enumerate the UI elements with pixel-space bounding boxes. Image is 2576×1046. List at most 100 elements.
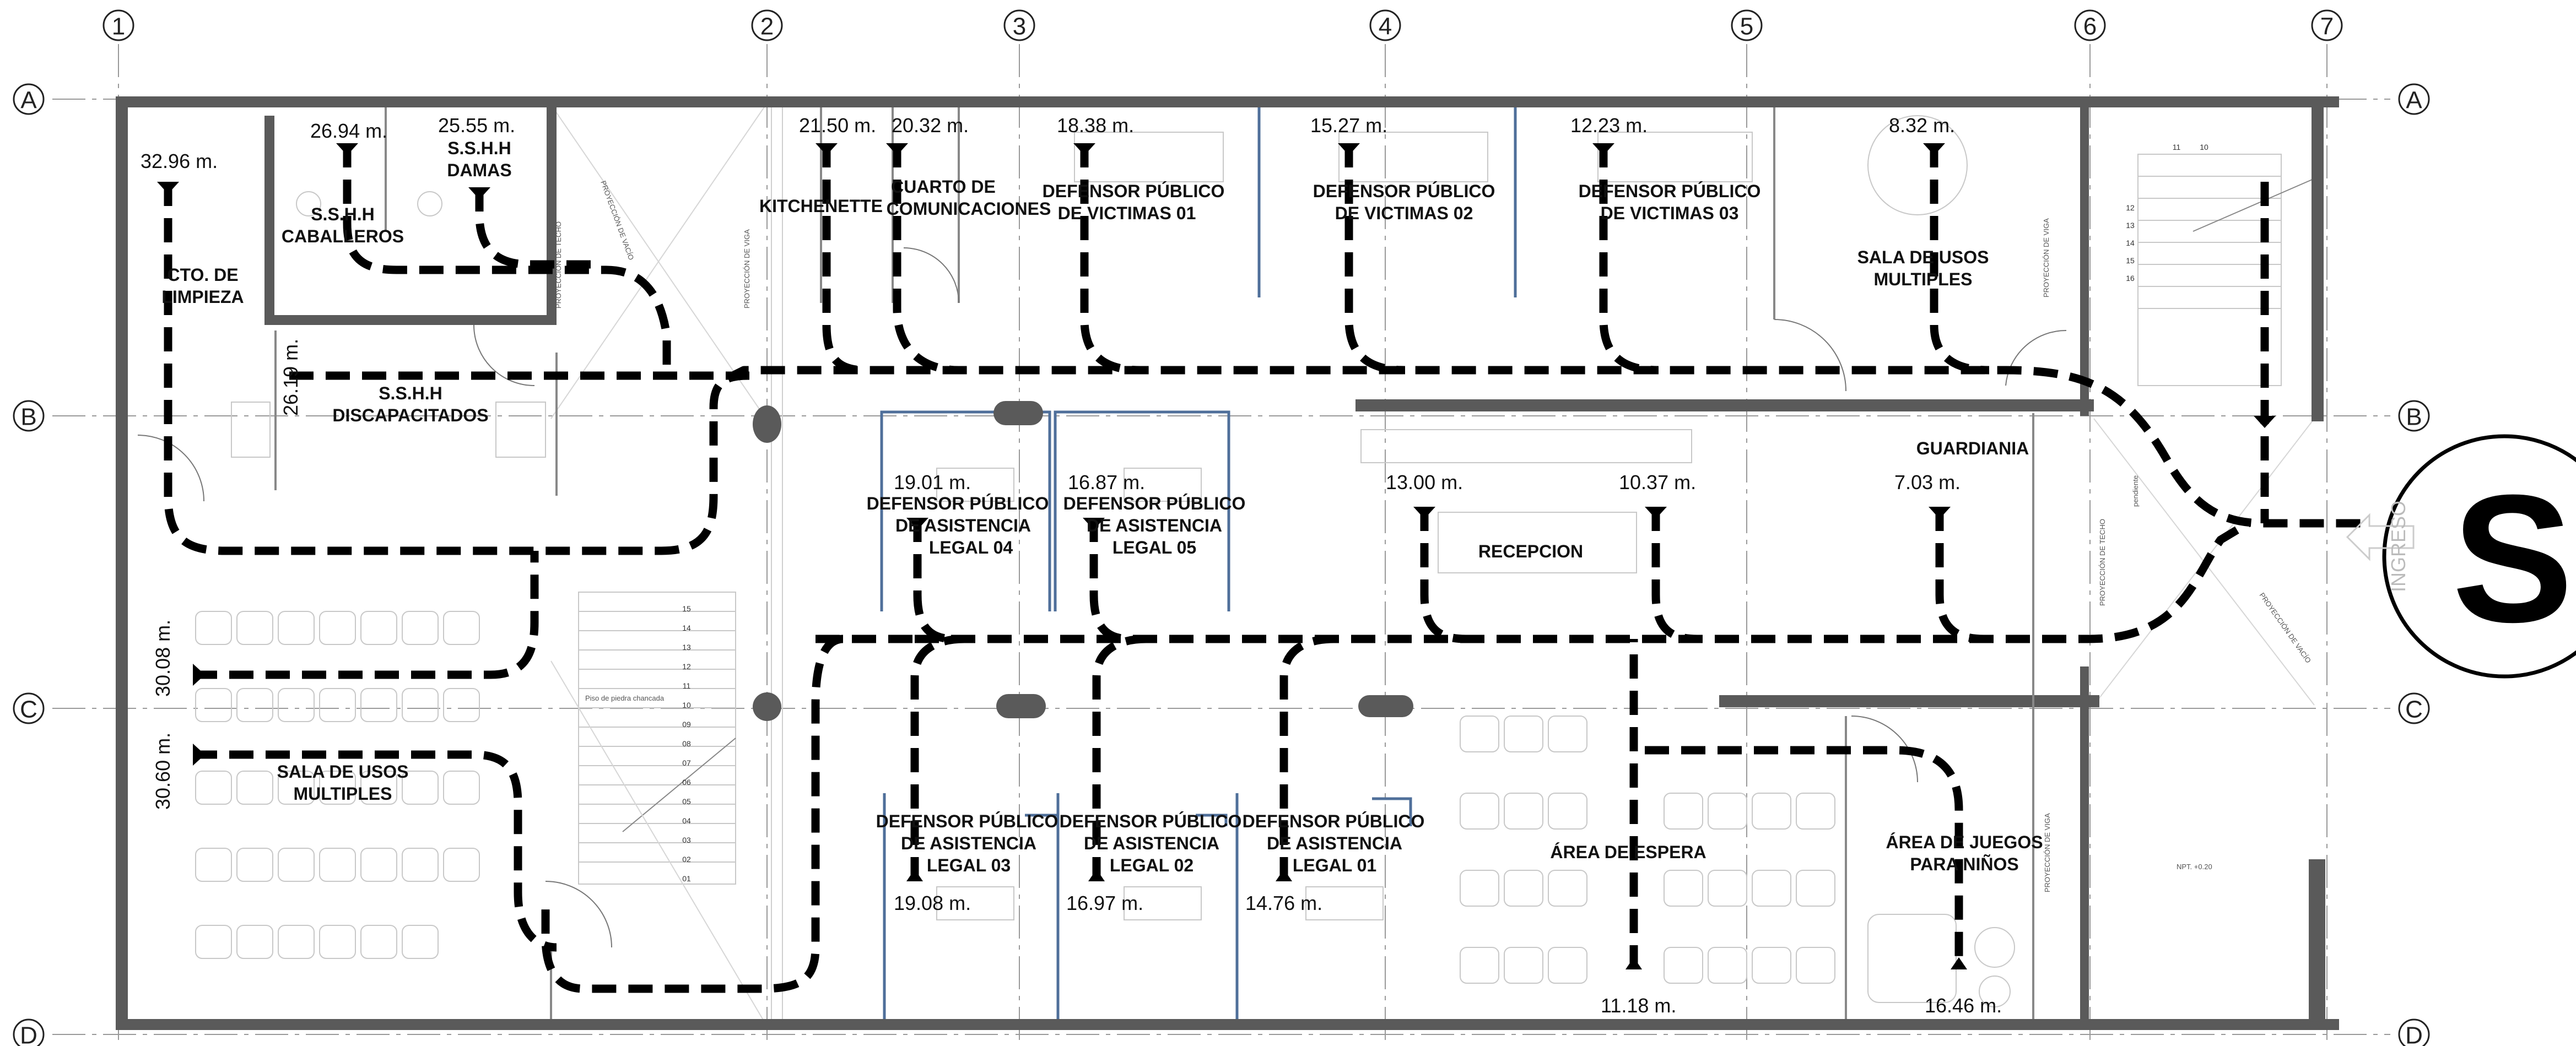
grid-row-c-left-label: C	[20, 696, 37, 723]
room-damas-label-1: S.S.H.H	[447, 138, 511, 158]
entrance-marker: INGRESO S	[2346, 434, 2576, 679]
distance-asistencia-05-label: 16.87 m.	[1068, 471, 1145, 494]
grid-bubbles	[13, 9, 2430, 1046]
room-asistencia-02-label-3: LEGAL 02	[1110, 855, 1194, 875]
distance-limpieza-label: 32.96 m.	[141, 150, 218, 172]
distance-discapacitados-label: 26.19 m.	[279, 339, 302, 416]
left-stair-step-number: 09	[682, 720, 691, 729]
room-victimas-02-label-2: DE VICTIMAS 02	[1335, 203, 1473, 223]
distance-asistencia-02-label: 16.97 m.	[1066, 892, 1143, 914]
grid-row-a-left-label: A	[20, 87, 37, 114]
room-discapacitados-label-1: S.S.H.H	[379, 383, 442, 403]
route-sala-usos-top	[1930, 143, 1990, 375]
right-stair-step-number: 16	[2126, 274, 2135, 283]
room-comunicaciones-label-1: CUARTO DE	[891, 177, 996, 197]
route-caballeros	[343, 143, 671, 370]
room-asistencia-05-label-2: DE ASISTENCIA	[1087, 516, 1222, 535]
route-victimas-03	[1599, 143, 1659, 375]
left-stair-step-number: 10	[682, 701, 691, 709]
distance-juegos-label: 16.46 m.	[1925, 994, 2002, 1017]
evacuation-routes	[164, 143, 2364, 993]
route-asistencia-05	[1089, 518, 1130, 643]
room-asistencia-05-label-1: DEFENSOR PÚBLICO	[1063, 494, 1246, 513]
right-stair-step-number: 14	[2126, 239, 2135, 247]
grid-col-7-label: 7	[2320, 13, 2334, 40]
left-stair-step-number: 05	[682, 797, 691, 806]
grid-col-2-label: 2	[760, 13, 774, 40]
route-guardiania	[1935, 507, 1984, 643]
room-sala-usos-left-label-1: SALA DE USOS	[277, 762, 409, 782]
room-asistencia-04-label-1: DEFENSOR PÚBLICO	[867, 494, 1049, 513]
slope-note: pendiente	[2131, 475, 2140, 507]
room-juegos-label-2: PARA NIÑOS	[1910, 854, 2018, 874]
distance-kitchenette-label: 21.50 m.	[799, 114, 876, 137]
room-asistencia-01-label-3: LEGAL 01	[1293, 855, 1376, 875]
left-stair-step-number: 02	[682, 855, 691, 864]
room-asistencia-01-label-2: DE ASISTENCIA	[1267, 833, 1402, 853]
right-stair-step-number: 11	[2173, 143, 2181, 151]
grid-col-1-label: 1	[112, 13, 125, 40]
left-stair-step-number: 04	[682, 816, 691, 825]
grid-row-d-right-label: D	[2405, 1022, 2423, 1046]
room-kitchenette-label: KITCHENETTE	[759, 196, 883, 216]
route-asistencia-02	[1092, 635, 1147, 881]
route-asistencia-03	[910, 635, 965, 881]
route-victimas-02	[1344, 143, 1406, 375]
distance-victimas-01-label: 18.38 m.	[1057, 114, 1134, 137]
route-damas	[475, 187, 595, 269]
room-cto-limpieza-label-1: CTO. DE	[167, 265, 238, 285]
room-asistencia-04-label-2: DE ASISTENCIA	[895, 516, 1031, 535]
projection-roof-note: PROYECCIÓN DE TECHO	[554, 221, 563, 308]
entrance-word: INGRESO	[2387, 501, 2410, 592]
distance-recepcion-a-label: 13.00 m.	[1386, 471, 1463, 494]
room-cto-limpieza-label-2: LIMPIEZA	[161, 287, 244, 307]
route-limpieza	[164, 182, 750, 555]
distance-asistencia-01-label: 14.76 m.	[1245, 892, 1322, 914]
room-caballeros-label-1: S.S.H.H	[311, 204, 375, 224]
room-sala-usos-left-label-2: MULTIPLES	[294, 784, 392, 804]
distance-sala-usos-top-label: 8.32 m.	[1889, 114, 1955, 137]
grid-col-6-label: 6	[2083, 13, 2097, 40]
distance-asistencia-04-label: 19.01 m.	[894, 471, 971, 494]
route-recepcion-a	[1420, 507, 1466, 643]
room-sala-usos-top-label-1: SALA DE USOS	[1857, 247, 1989, 267]
distance-recepcion-b-label: 10.37 m.	[1619, 471, 1696, 494]
left-stair-step-number: 15	[682, 604, 691, 613]
right-stair-step-number: 13	[2126, 221, 2135, 230]
room-victimas-01-label-1: DEFENSOR PÚBLICO	[1043, 181, 1225, 201]
grid-row-c-right-label: C	[2405, 696, 2423, 723]
office-partitions	[880, 107, 1517, 1019]
projection-void-right-note: PROYECCIÓN DE VACÍO	[2258, 591, 2313, 664]
left-stair-step-number: 13	[682, 643, 691, 652]
route-sala-left-a	[193, 551, 539, 679]
room-asistencia-01-label-1: DEFENSOR PÚBLICO	[1243, 811, 1425, 831]
distance-espera-label: 11.18 m.	[1601, 994, 1676, 1017]
room-asistencia-04-label-3: LEGAL 04	[929, 538, 1013, 557]
columns	[753, 401, 1413, 721]
room-asistencia-03-label-1: DEFENSOR PÚBLICO	[876, 811, 1059, 831]
route-left-stair-loop	[541, 635, 844, 993]
grid-col-3-label: 3	[1013, 13, 1026, 40]
route-sala-left-b	[193, 750, 557, 952]
distance-comunicaciones-label: 20.32 m.	[892, 114, 969, 137]
room-damas-label-2: DAMAS	[447, 160, 511, 180]
left-stair-step-number: 11	[683, 681, 691, 690]
left-stair-step-number: 07	[682, 758, 691, 767]
interior-partitions	[274, 107, 2034, 1019]
entrance-circle	[2382, 434, 2576, 679]
right-stair-step-number: 10	[2200, 143, 2208, 151]
grid-col-4-label: 4	[1379, 13, 1392, 40]
npt-level-note: NPT. +0.20	[2177, 863, 2212, 871]
distance-caballeros-label: 26.94 m.	[310, 120, 387, 142]
room-victimas-03-label-1: DEFENSOR PÚBLICO	[1579, 181, 1761, 201]
projection-roof-right-note: PROYECCIÓN DE TECHO	[2098, 519, 2107, 606]
room-guardiania-label: GUARDIANIA	[1916, 438, 2029, 458]
room-comunicaciones-label-2: COMUNICACIONES	[887, 199, 1051, 219]
left-stair-step-number: 01	[682, 874, 691, 883]
walls	[116, 96, 2339, 1030]
left-stair-step-number: 06	[682, 778, 691, 787]
distance-damas-label: 25.55 m.	[438, 114, 515, 137]
distance-asistencia-03-label: 19.08 m.	[894, 892, 971, 914]
distance-guardiania-label: 7.03 m.	[1894, 471, 1961, 494]
